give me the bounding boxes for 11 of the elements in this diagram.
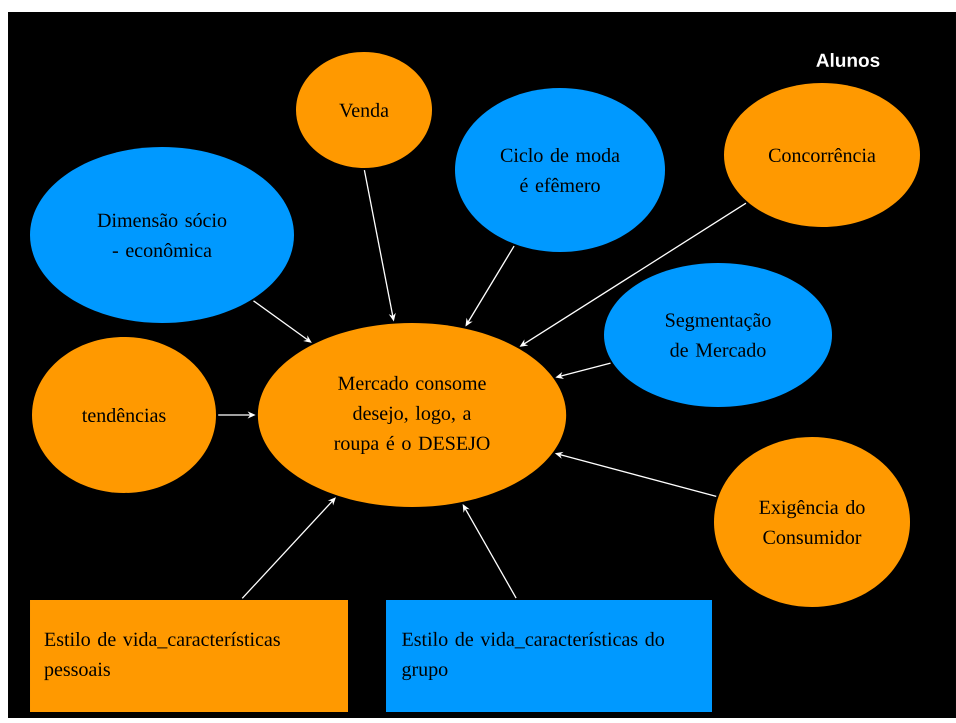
ellipse-node: Venda: [296, 52, 432, 168]
title: Alunos: [816, 53, 880, 67]
ellipse-node: Dimensão sócio - econômica: [30, 147, 294, 323]
rectangle-node: Estilo de vida_características do grupo: [386, 600, 712, 712]
ellipse-node: Exigência do Consumidor: [714, 437, 910, 607]
ellipse-node: Segmentação de Mercado: [604, 263, 832, 407]
ellipse-node: Mercado consome desejo, logo, a roupa é o DESEJO: [258, 323, 566, 507]
ellipse-node: tendências: [32, 337, 216, 493]
rectangle-node: Estilo de vida_características pessoais: [30, 600, 348, 712]
ellipse-node: Ciclo de moda é efêmero: [455, 88, 665, 252]
ellipse-node: Concorrência: [724, 83, 920, 227]
